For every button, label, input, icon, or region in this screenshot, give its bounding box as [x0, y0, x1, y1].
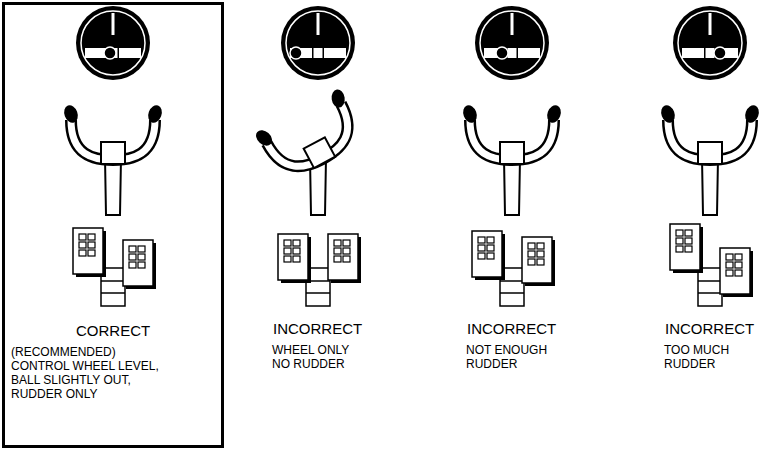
control-wheel — [461, 103, 563, 215]
control-wheel — [659, 103, 761, 215]
panel-heading: INCORRECT — [273, 320, 362, 337]
panel-figure — [659, 6, 761, 306]
turn-coordinator — [673, 6, 747, 80]
panel-note: (RECOMMENDED) CONTROL WHEEL LEVEL, BALL … — [11, 345, 171, 401]
rudder-pedals — [670, 224, 753, 306]
control-wheel — [62, 103, 164, 215]
turn-coordinator — [475, 6, 549, 80]
panel-box: CORRECT (RECOMMENDED) CONTROL WHEEL LEVEL… — [2, 2, 224, 448]
panel-note: WHEEL ONLY NO RUDDER — [272, 343, 364, 371]
turn-coordinator — [281, 6, 355, 80]
panel-note: TOO MUCH RUDDER — [664, 343, 756, 371]
panel-heading: INCORRECT — [467, 320, 556, 337]
rudder-pedals — [472, 231, 555, 306]
panel-heading: INCORRECT — [665, 320, 754, 337]
panel-figure — [461, 6, 563, 306]
panel-figure — [251, 6, 370, 306]
panel-note: NOT ENOUGH RUDDER — [466, 343, 558, 371]
rudder-pedals — [73, 228, 156, 306]
turn-coordinator — [76, 6, 150, 80]
rudder-pedals — [278, 234, 361, 306]
control-wheel — [251, 85, 370, 215]
panel-heading: CORRECT — [76, 322, 150, 339]
panel-figure — [62, 6, 164, 306]
